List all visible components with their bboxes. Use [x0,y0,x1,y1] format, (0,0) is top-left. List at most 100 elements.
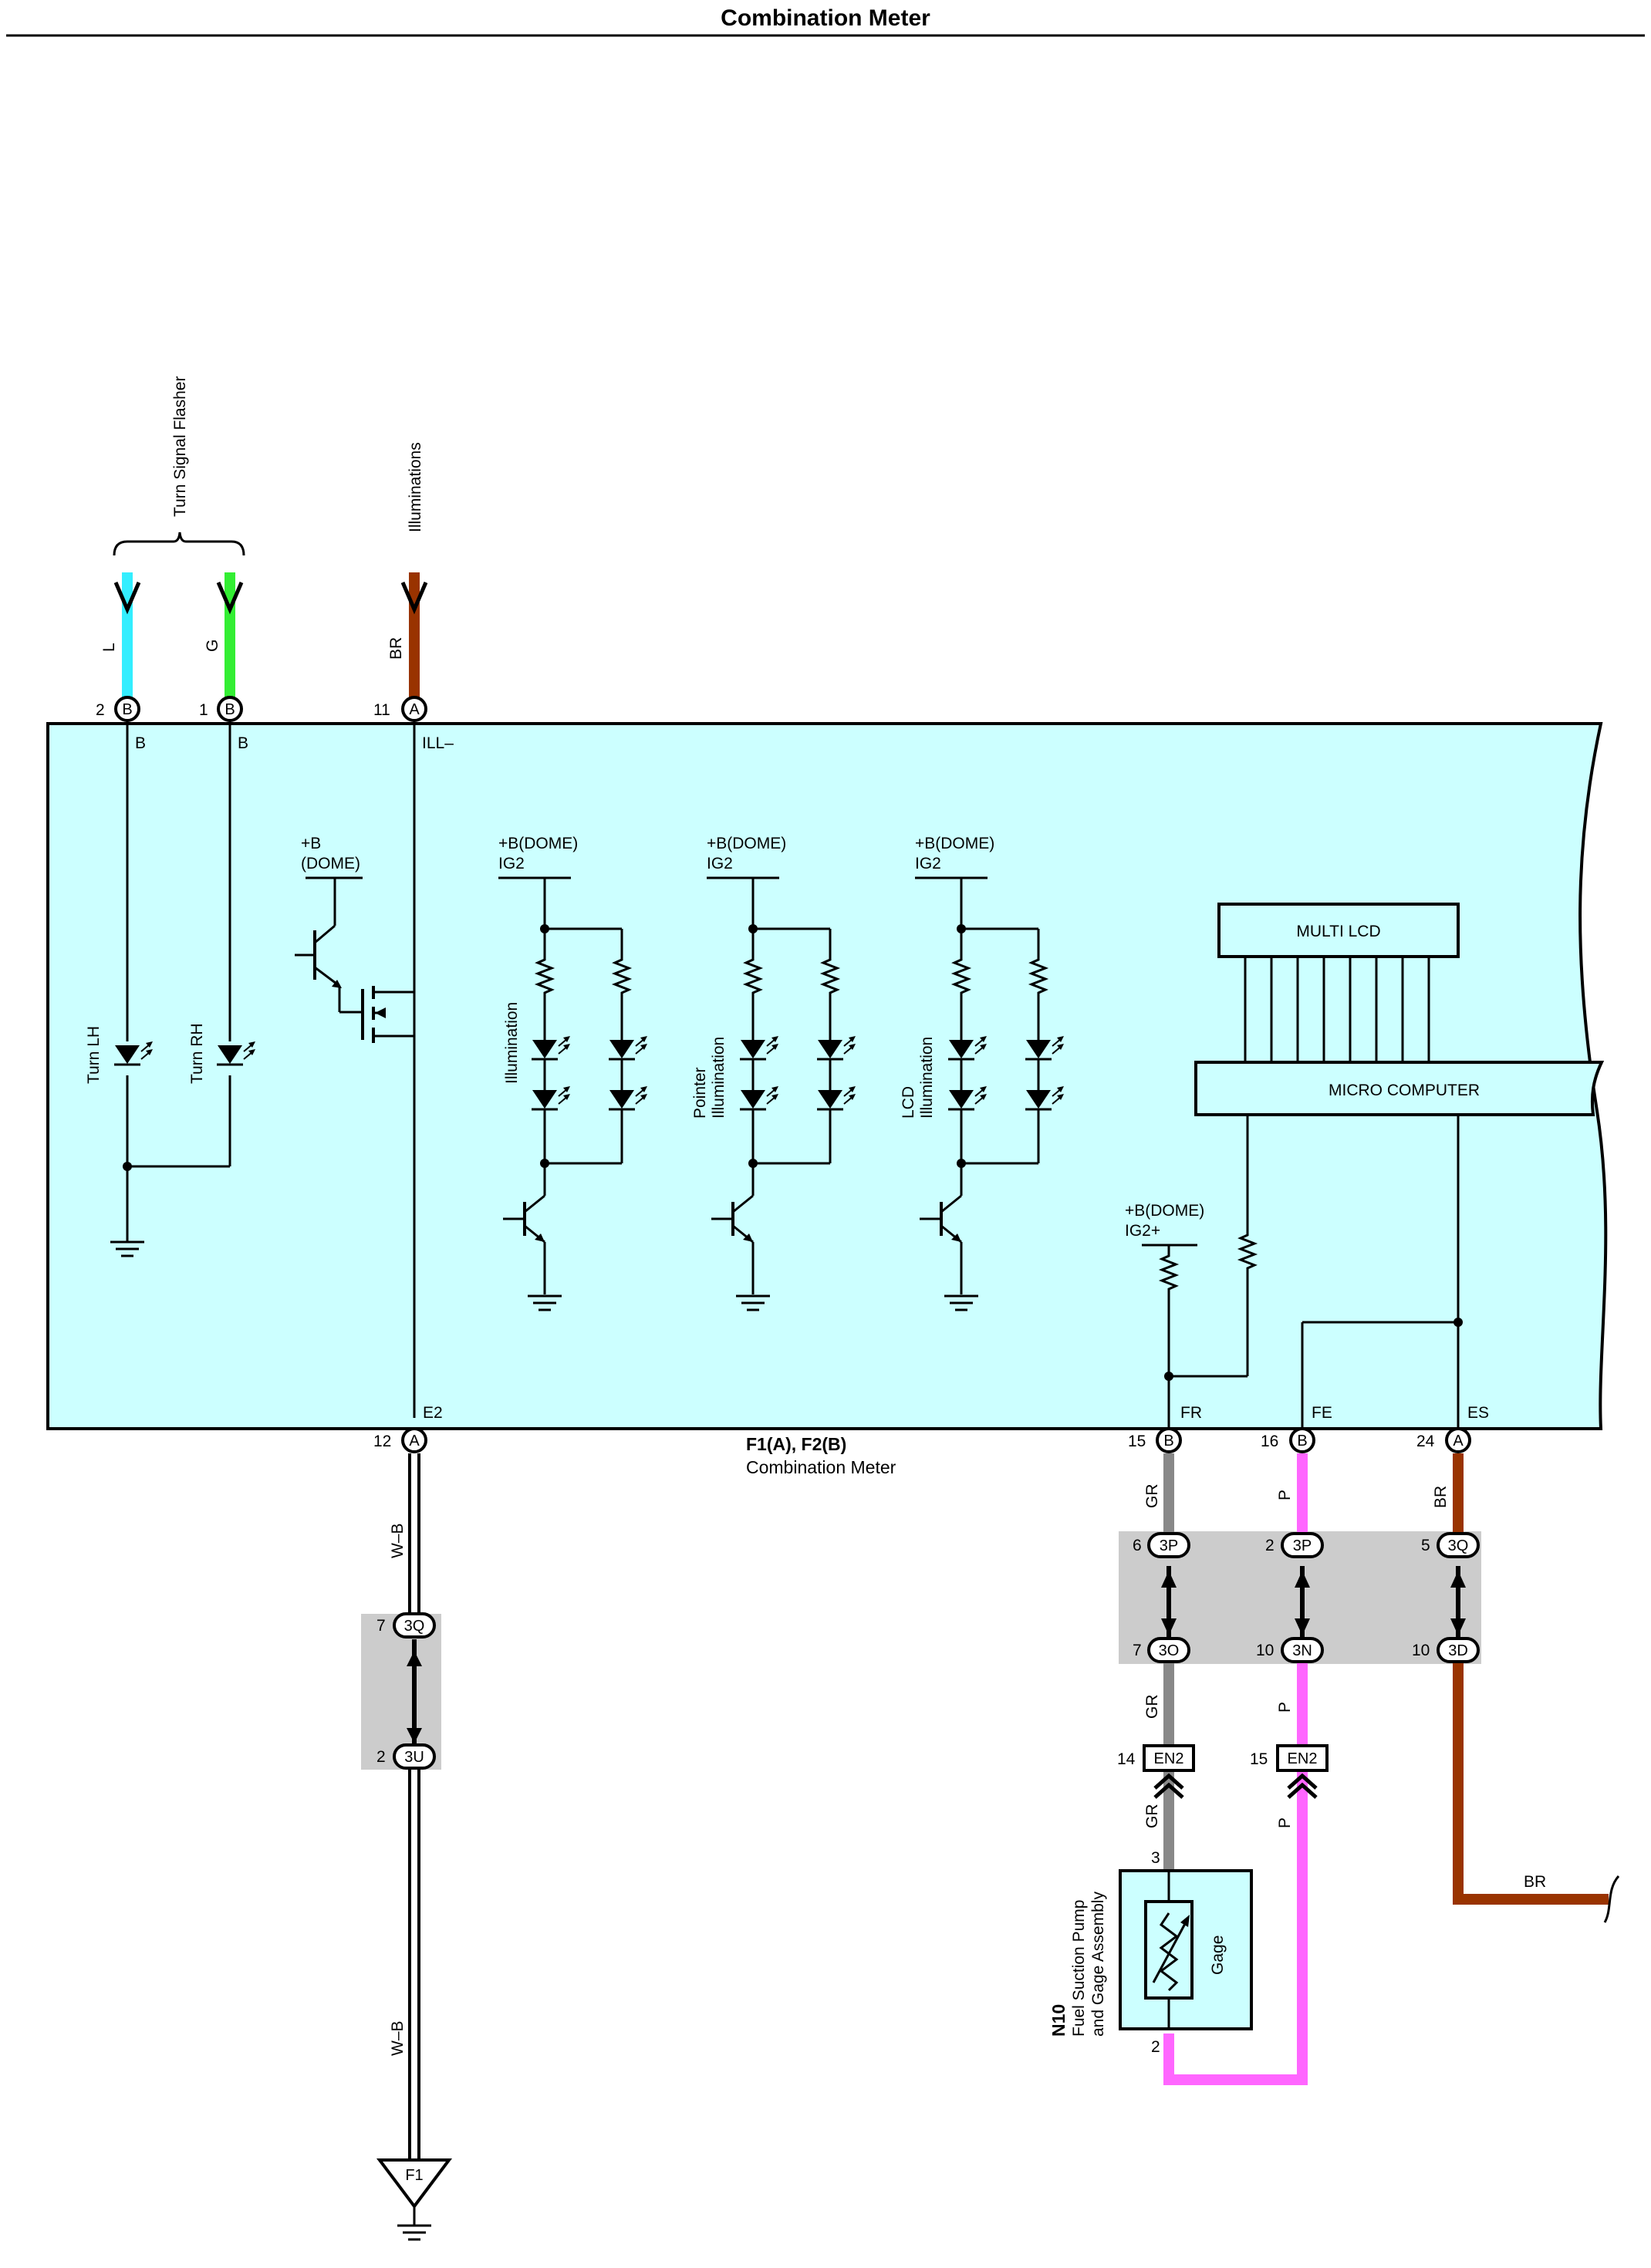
pin-15-en2: 15 [1250,1750,1268,1768]
connector-3d: 3D [1437,1637,1480,1663]
illumination-led-group-2 [707,876,857,1311]
svg-text:B: B [225,701,235,718]
wire-p-label-1: P [1276,1490,1294,1500]
svg-text:B: B [1297,1433,1307,1450]
multi-lcd-box [1217,903,1460,958]
gage-label: Gage [1209,1936,1227,1975]
svg-text:3Q: 3Q [404,1618,425,1635]
connector-3o: 3O [1147,1637,1190,1663]
illuminations-label: Illuminations [407,442,424,532]
pin-15: 15 [1128,1433,1146,1450]
wire-gr-label-3: GR [1143,1804,1161,1829]
meter-name-line2: Combination Meter [746,1457,896,1477]
terminal-fe: FE [1312,1404,1332,1422]
wire-br-top [400,572,428,698]
fuel-sender-assembly [1119,1869,1253,2030]
connector-b-pin2: B [114,696,140,722]
pin-3-n10: 3 [1151,1849,1160,1867]
connector-3u: 3U [393,1743,436,1770]
n10-name-line2: and Gage Assembly [1089,1892,1107,2037]
connector-a-pin24: A [1445,1427,1471,1453]
svg-text:B: B [122,701,132,718]
connector-en2-15: EN2 [1276,1744,1329,1799]
wire-p [1163,1453,1308,2085]
pointer-label-2: Illumination [710,1037,728,1119]
terminal-b-left: B [135,734,146,752]
junction-arrows [1161,1566,1466,1639]
svg-text:3P: 3P [1160,1537,1178,1554]
pin-2-n10: 2 [1151,2038,1160,2056]
illumination-led-group-1 [498,876,649,1311]
illumination-driver [295,721,416,1418]
wire-gr-label-2: GR [1143,1695,1161,1720]
wire-p-label-2: P [1276,1702,1294,1713]
svg-text:EN2: EN2 [1154,1750,1184,1767]
wire-l [113,572,141,698]
pin-10-3n: 10 [1256,1642,1274,1659]
terminal-b-right: B [238,734,248,752]
terminal-es: ES [1467,1404,1489,1422]
wire-l-label: L [100,643,118,652]
ground-f1: F1 [376,2158,452,2241]
svg-text:3P: 3P [1293,1537,1312,1554]
fuel-gauge-circuit [1142,1115,1463,1441]
pin-7-3o: 7 [1133,1642,1142,1659]
pin-2-3p: 2 [1265,1537,1275,1554]
lcd-label-1: LCD [900,1086,917,1119]
illum-1-bdome: +B(DOME) [498,835,578,852]
turn-rh-label: Turn RH [188,1023,206,1084]
pin-10-3d: 10 [1412,1642,1430,1659]
pointer-label-1: Pointer [691,1067,709,1119]
svg-text:EN2: EN2 [1288,1750,1318,1767]
svg-text:3D: 3D [1448,1642,1468,1659]
wire-g-label: G [204,640,221,652]
illum-2-ig2: IG2 [707,855,733,872]
svg-text:3N: 3N [1292,1642,1312,1659]
lcd-label-2: Illumination [918,1037,936,1119]
svg-text:A: A [1453,1433,1464,1450]
dome-label-2: (DOME) [301,855,360,872]
illumination-led-group-3 [915,876,1065,1311]
connector-3p-p: 3P [1281,1532,1324,1558]
pin-16: 16 [1261,1433,1278,1450]
svg-text:A: A [409,1433,420,1450]
wire-br-top-label: BR [387,637,405,660]
lcd-bus-lines [1244,957,1430,1062]
connector-b-pin1: B [217,696,243,722]
illum-3-bdome: +B(DOME) [915,835,994,852]
illum-3-ig2: IG2 [915,855,941,872]
wire-br-bottom [1453,1453,1620,1923]
meter-name-line1: F1(A), F2(B) [746,1434,846,1454]
pin-6-3p: 6 [1133,1537,1142,1554]
illumination-label: Illumination [503,1002,521,1084]
wire-g [216,572,244,698]
connector-b-pin15: B [1156,1427,1182,1453]
terminal-ill: ILL– [422,734,454,752]
micro-computer-label: MICRO COMPUTER [1329,1082,1480,1099]
connector-3p-gr: 3P [1147,1532,1190,1558]
wire-br-label-1: BR [1432,1486,1450,1508]
n10-name-line1: Fuel Suction Pump [1070,1900,1088,2037]
connector-3q-left: 3Q [393,1612,436,1639]
svg-text:F1: F1 [405,2167,423,2184]
multi-lcd-label: MULTI LCD [1296,923,1380,940]
turn-signal-flasher-label: Turn Signal Flasher [171,376,189,517]
junction-3q-3u [361,1614,441,1770]
wire-p-label-3: P [1276,1817,1294,1828]
illum-2-bdome: +B(DOME) [707,835,786,852]
pin-14-en2: 14 [1117,1750,1136,1768]
dome-label: +B [301,835,321,852]
connector-a-pin11: A [401,696,427,722]
wire-wb-label-1: W–B [389,1523,407,1558]
combination-meter-box [46,722,1608,1430]
wb-junction-arrows [407,1639,422,1755]
connector-3q-right: 3Q [1437,1532,1480,1558]
pin-7-3q: 7 [376,1617,386,1635]
svg-text:3U: 3U [404,1749,424,1766]
svg-text:3Q: 3Q [1448,1537,1469,1554]
turn-signal-circuit [109,721,257,1257]
turn-lh-label: Turn LH [85,1026,103,1084]
connector-3n: 3N [1281,1637,1324,1663]
pin-2-3u: 2 [376,1748,386,1766]
ig2plus-label: IG2+ [1125,1222,1160,1240]
